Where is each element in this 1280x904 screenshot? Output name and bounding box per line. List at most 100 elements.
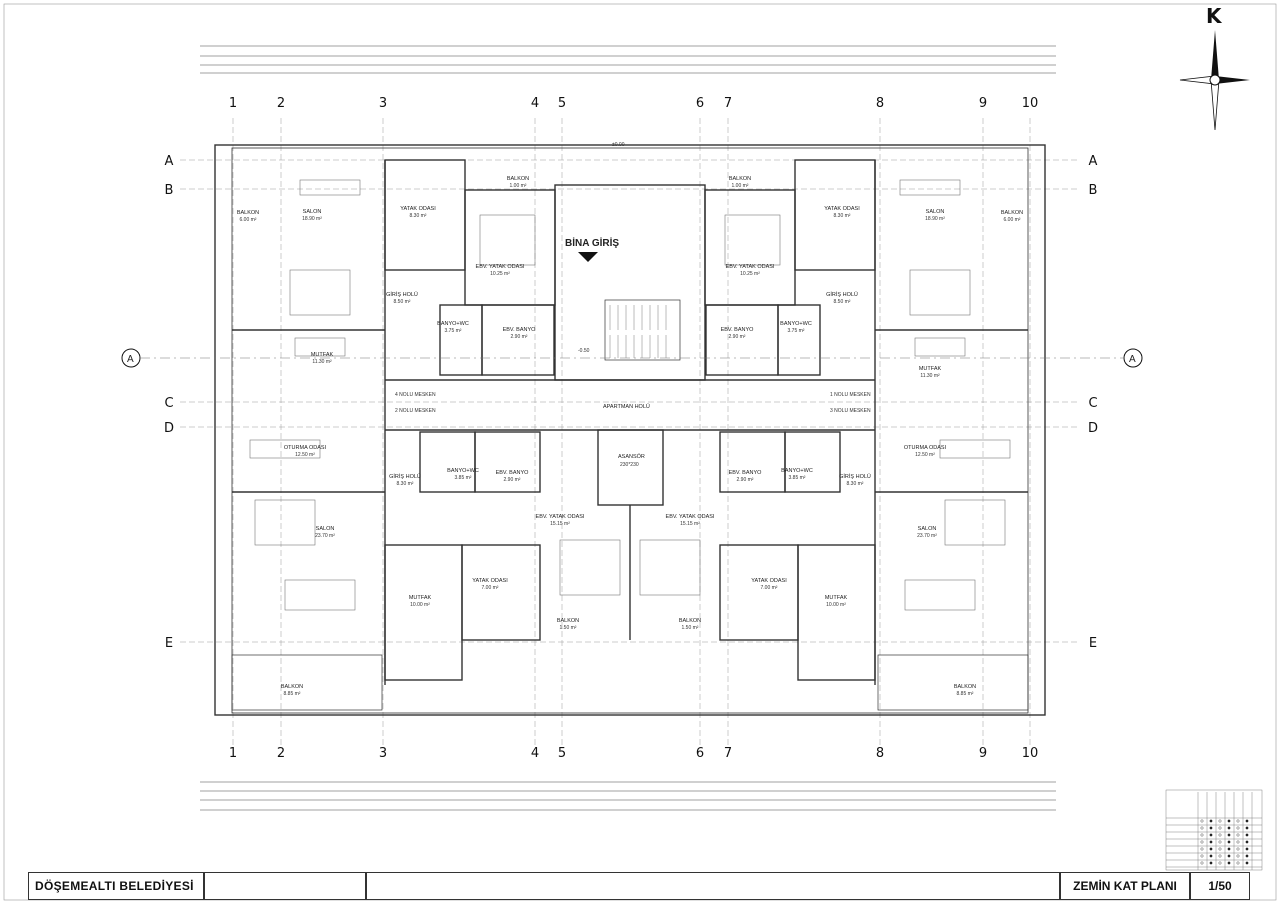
room-area: 10.25 m² [740,271,760,277]
room-area: 12.50 m² [915,452,935,458]
grid-number-1: 1 [229,96,237,111]
room-name: SALON [316,526,335,532]
grid-letter-C: C [164,396,173,411]
room-area: 3.75 m² [445,328,462,334]
grid-number-10: 10 [1022,746,1039,761]
room-area: 2.90 m² [511,334,528,340]
flat-3-label: 3 NOLU MESKEN [830,408,871,414]
room-name: GİRİŞ HOLÜ [826,291,858,298]
section-marker-left: A [121,348,141,368]
room-area: 3.85 m² [455,475,472,481]
room-name: SALON [926,209,945,215]
elevator-size: 230*230 [620,462,639,468]
room-area: 2.90 m² [504,477,521,483]
room-area: 1.50 m² [560,625,577,631]
grid-letter-D: D [1088,421,1098,436]
room-area: 18.90 m² [302,216,322,222]
section-marker-right: A [1123,348,1143,368]
room-name: SALON [303,209,322,215]
grid-number-8: 8 [876,746,884,761]
room-area: 2.90 m² [729,334,746,340]
room-area: 8.30 m² [410,213,427,219]
room-name: MUTFAK [409,595,432,601]
grid-number-3: 3 [379,96,387,111]
room-area: 18.90 m² [925,216,945,222]
furniture [249,179,1011,611]
room-area: 15.15 m² [680,521,700,527]
grid-number-4: 4 [531,96,539,111]
room-name: BALKON [1001,210,1023,216]
flat-2-label: 2 NOLU MESKEN [395,408,436,414]
room-name: BALKON [507,176,529,182]
room-name: BALKON [729,176,751,182]
room-name: OTURMA ODASI [284,445,327,451]
elevator-label: ASANSÖR [618,453,645,460]
room-area: 23.70 m² [315,533,335,539]
room-name: YATAK ODASI [824,206,860,212]
room-area: 23.70 m² [917,533,937,539]
room-name: MUTFAK [311,352,334,358]
grid-number-2: 2 [277,746,285,761]
north-letter: K [1206,4,1222,28]
room-name: BALKON [281,684,303,690]
grid-letter-B: B [165,183,174,198]
room-area: 7.00 m² [482,585,499,591]
entrance-label: BİNA GİRİŞ [565,236,619,249]
apartment-hall-label: APARTMAN HOLÜ [603,403,650,410]
room-area: 11.30 m² [920,373,940,379]
grid-number-9: 9 [979,746,987,761]
titleblock-empty-cell [366,872,1060,900]
room-area: 8.85 m² [957,691,974,697]
grid-number-6: 6 [696,96,704,111]
north-arrow-icon [1179,30,1250,131]
entrance-arrow-icon [578,252,598,262]
room-area: 3.75 m² [788,328,805,334]
room-name: MUTFAK [825,595,848,601]
grid-number-2: 2 [277,96,285,111]
svg-text:A: A [1129,354,1136,365]
room-area: 8.50 m² [834,299,851,305]
titleblock-empty-cell [204,872,366,900]
room-name: EBV. YATAK ODASI [666,514,715,520]
room-area: 6.00 m² [240,217,257,223]
room-area: 8.30 m² [397,481,414,487]
room-area: 12.50 m² [295,452,315,458]
room-name: YATAK ODASI [472,578,508,584]
grid-letter-C: C [1088,396,1097,411]
room-name: EBV. BANYO [721,327,755,333]
room-name: GİRİŞ HOLÜ [386,291,418,298]
grid-lines-vertical [232,118,1031,745]
room-name: GİRİŞ HOLÜ [839,473,871,480]
grid-number-10: 10 [1022,96,1039,111]
room-name: BALKON [954,684,976,690]
room-name: YATAK ODASI [400,206,436,212]
top-dimension-lines [200,45,1056,811]
grid-number-5: 5 [558,96,566,111]
grid-letter-A: A [165,154,174,169]
room-area: 2.90 m² [737,477,754,483]
grid-number-7: 7 [724,746,732,761]
room-name: EBV. BANYO [496,470,530,476]
room-area: 15.15 m² [550,521,570,527]
room-area: 3.85 m² [789,475,806,481]
room-area: 7.00 m² [761,585,778,591]
room-name: BALKON [679,618,701,624]
grid-lines-horizontal [180,159,1080,643]
room-name: EBV. BANYO [729,470,763,476]
grid-number-4: 4 [531,746,539,761]
room-area: 11.30 m² [312,359,332,365]
grid-letter-E: E [1089,636,1097,651]
room-name: EBV. YATAK ODASI [726,264,775,270]
room-area: 8.50 m² [394,299,411,305]
building-outline [214,144,1046,716]
room-name: SALON [918,526,937,532]
room-name: BANYO+WC [447,468,479,474]
room-name: BANYO+WC [781,468,813,474]
room-name: BANYO+WC [437,321,469,327]
room-name: EBV. BANYO [503,327,537,333]
room-area: 10.00 m² [410,602,430,608]
grid-number-1: 1 [229,746,237,761]
room-area: 10.00 m² [826,602,846,608]
room-area: 1.00 m² [510,183,527,189]
